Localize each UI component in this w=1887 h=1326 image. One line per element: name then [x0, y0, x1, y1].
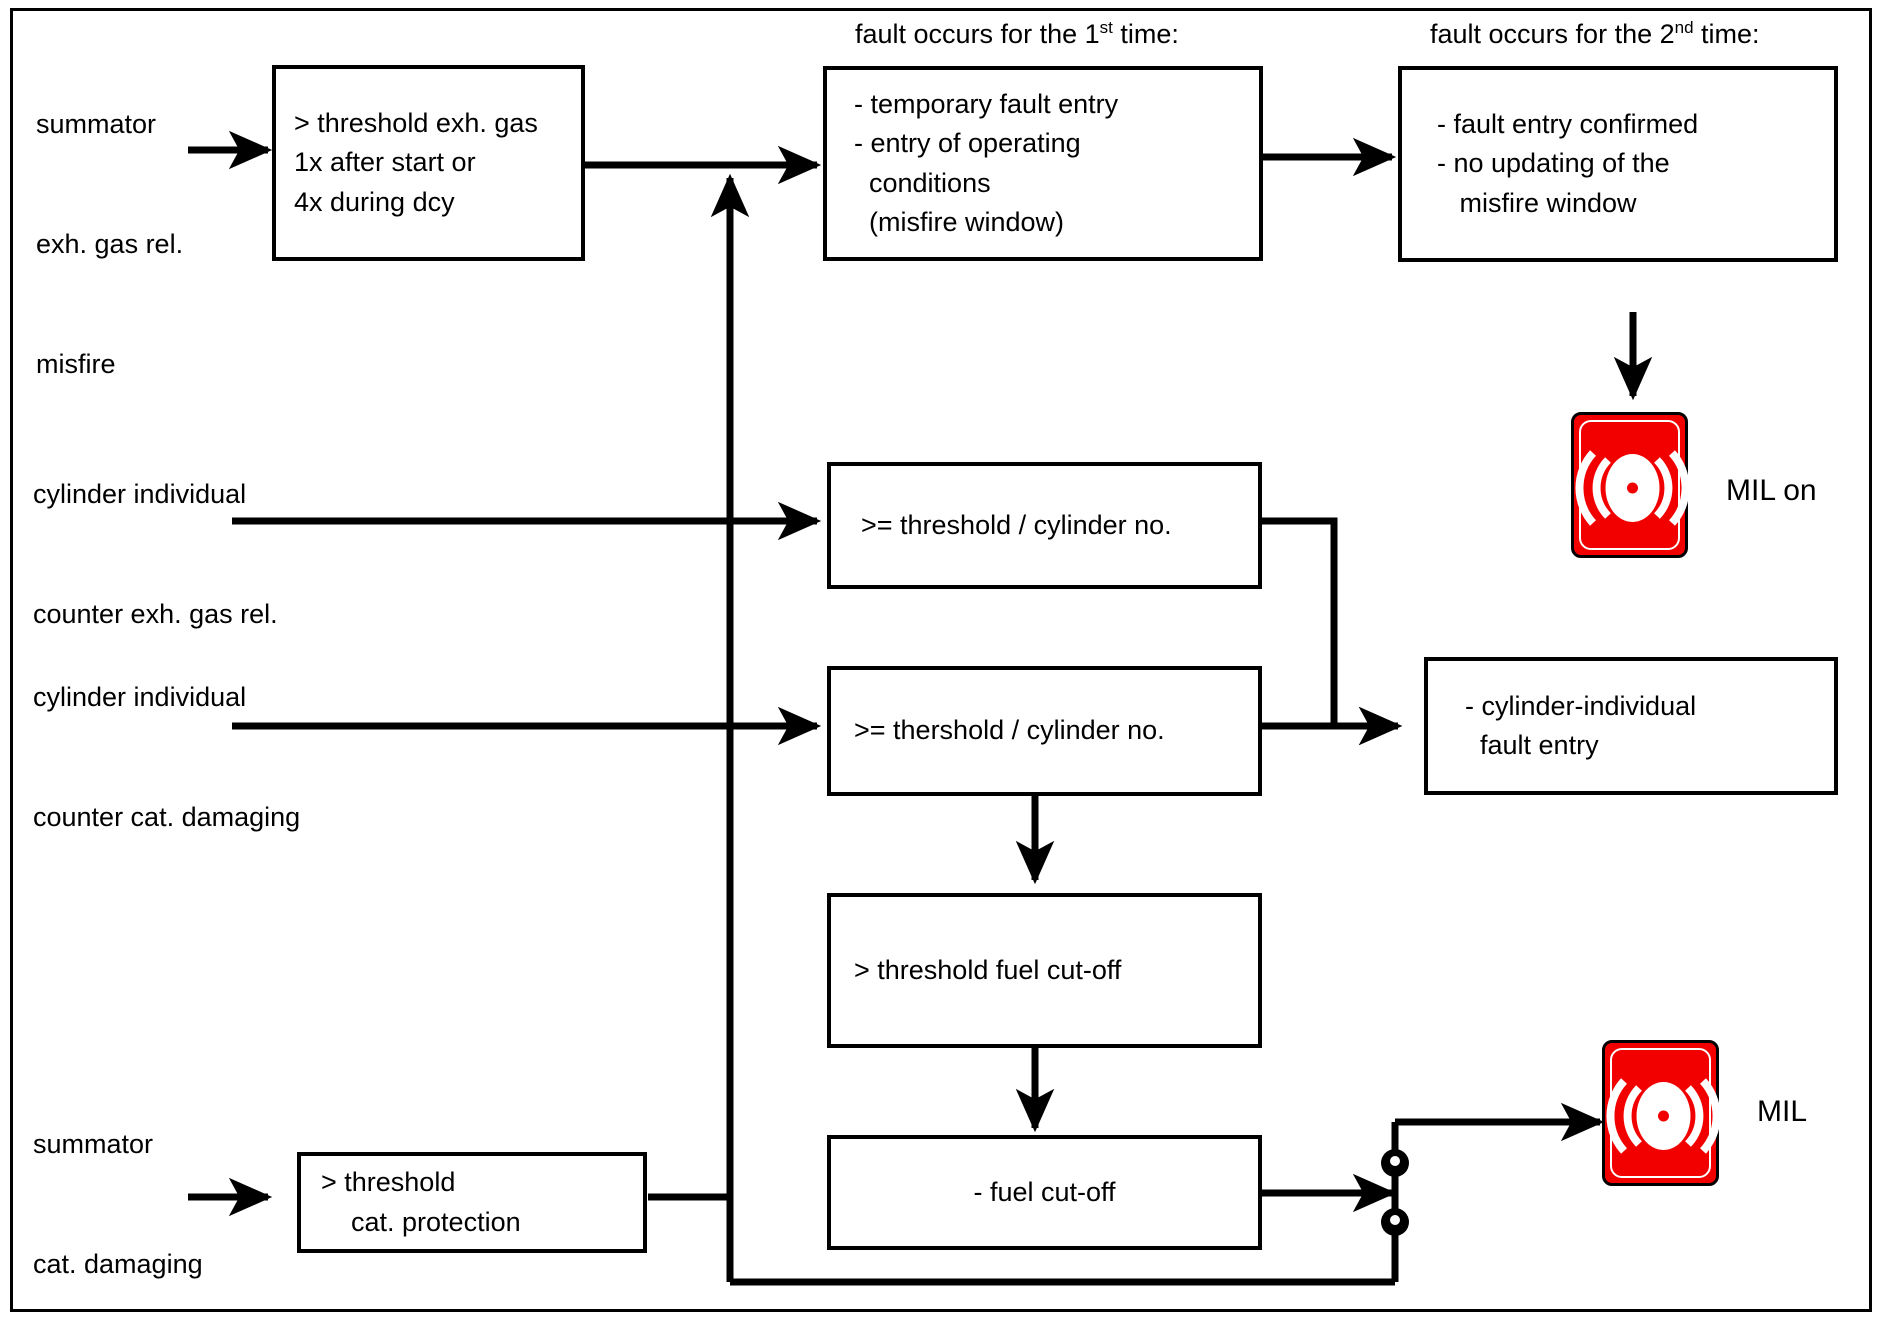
- label-line: cat. damaging: [33, 1248, 203, 1279]
- input-label-cyl-counter-exh-gas: cylinder individual counter exh. gas rel…: [33, 395, 278, 715]
- box-line: fault entry: [1465, 730, 1599, 760]
- label-line: misfire: [36, 348, 116, 379]
- box-line: - fuel cut-off: [973, 1176, 1116, 1207]
- label-line: summator: [33, 1128, 154, 1159]
- box-second-fault-entry[interactable]: - fault entry confirmed - no updating of…: [1398, 66, 1838, 262]
- caption-first-prefix: fault occurs for the 1: [855, 19, 1100, 49]
- input-label-summator-exh-gas: summator exh. gas rel. misfire: [36, 25, 183, 464]
- mil-on-lamp[interactable]: [1571, 412, 1690, 558]
- box-line: > threshold exh. gas: [294, 108, 538, 139]
- box-cylinder-individual-fault-entry[interactable]: - cylinder-individual fault entry: [1424, 657, 1838, 795]
- label-line: exh. gas rel.: [36, 228, 184, 259]
- mil-warning-lamp-icon: [1606, 1078, 1721, 1154]
- box-line: - temporary fault entry: [854, 89, 1119, 120]
- box-threshold-cat-protection[interactable]: > threshold cat. protection: [297, 1152, 647, 1253]
- caption-second-prefix: fault occurs for the 2: [1430, 19, 1675, 49]
- box-line: - cylinder-individual: [1465, 690, 1697, 721]
- label-line: counter cat. damaging: [33, 801, 301, 832]
- box-line: (misfire window): [854, 206, 1065, 237]
- box-line: misfire window: [1437, 187, 1637, 218]
- label-line: summator: [36, 108, 157, 139]
- box-line: - fault entry confirmed: [1437, 109, 1699, 140]
- mil-label: MIL: [1757, 1095, 1808, 1128]
- box-line: - no updating of the: [1437, 148, 1670, 179]
- label-line: counter exh. gas rel.: [33, 598, 278, 629]
- diagram-outer-frame: [10, 8, 1872, 1312]
- input-label-cyl-counter-cat-damaging: cylinder individual counter cat. damagin…: [33, 598, 300, 918]
- arrow-threshold-cyl-exh-to-fault-entry: [1258, 517, 1403, 746]
- caption-fault-second-time: fault occurs for the 2nd time:: [1430, 18, 1760, 50]
- box-threshold-exh-gas[interactable]: > threshold exh. gas 1x after start or 4…: [272, 65, 585, 261]
- box-threshold-cylinder-exh[interactable]: >= threshold / cylinder no.: [827, 462, 1262, 589]
- mil-lamp[interactable]: [1602, 1040, 1721, 1186]
- box-line: conditions: [854, 167, 991, 198]
- junction-node-upper-hole: [1390, 1156, 1400, 1166]
- caption-fault-first-time: fault occurs for the 1st time:: [855, 18, 1179, 50]
- box-line: > threshold fuel cut-off: [854, 954, 1122, 985]
- mil-on-label: MIL on: [1726, 474, 1817, 507]
- box-line: - entry of operating: [854, 128, 1081, 159]
- caption-first-sup: st: [1099, 18, 1113, 37]
- box-line: 4x during dcy: [294, 186, 455, 217]
- input-label-summator-cat-damaging: summator cat. damaging misfire fzkats: [33, 1045, 203, 1326]
- box-threshold-fuel-cutoff[interactable]: > threshold fuel cut-off: [827, 893, 1262, 1048]
- junction-node-lower-hole: [1390, 1215, 1400, 1225]
- box-line: 1x after start or: [294, 147, 476, 178]
- box-first-fault-entry[interactable]: - temporary fault entry - entry of opera…: [823, 66, 1263, 261]
- caption-second-sup: nd: [1674, 18, 1694, 37]
- box-thershold-cylinder-cat[interactable]: >= thershold / cylinder no.: [827, 666, 1262, 796]
- caption-first-suffix: time:: [1112, 19, 1179, 49]
- label-line: cylinder individual: [33, 478, 247, 509]
- box-line: >= thershold / cylinder no.: [854, 715, 1165, 746]
- box-fuel-cutoff[interactable]: - fuel cut-off: [827, 1135, 1262, 1250]
- mil-warning-lamp-icon: [1575, 450, 1690, 526]
- caption-second-suffix: time:: [1693, 19, 1760, 49]
- box-line: >= threshold / cylinder no.: [861, 509, 1172, 540]
- box-line: > threshold: [321, 1167, 456, 1198]
- box-line: cat. protection: [321, 1206, 521, 1237]
- label-line: cylinder individual: [33, 681, 247, 712]
